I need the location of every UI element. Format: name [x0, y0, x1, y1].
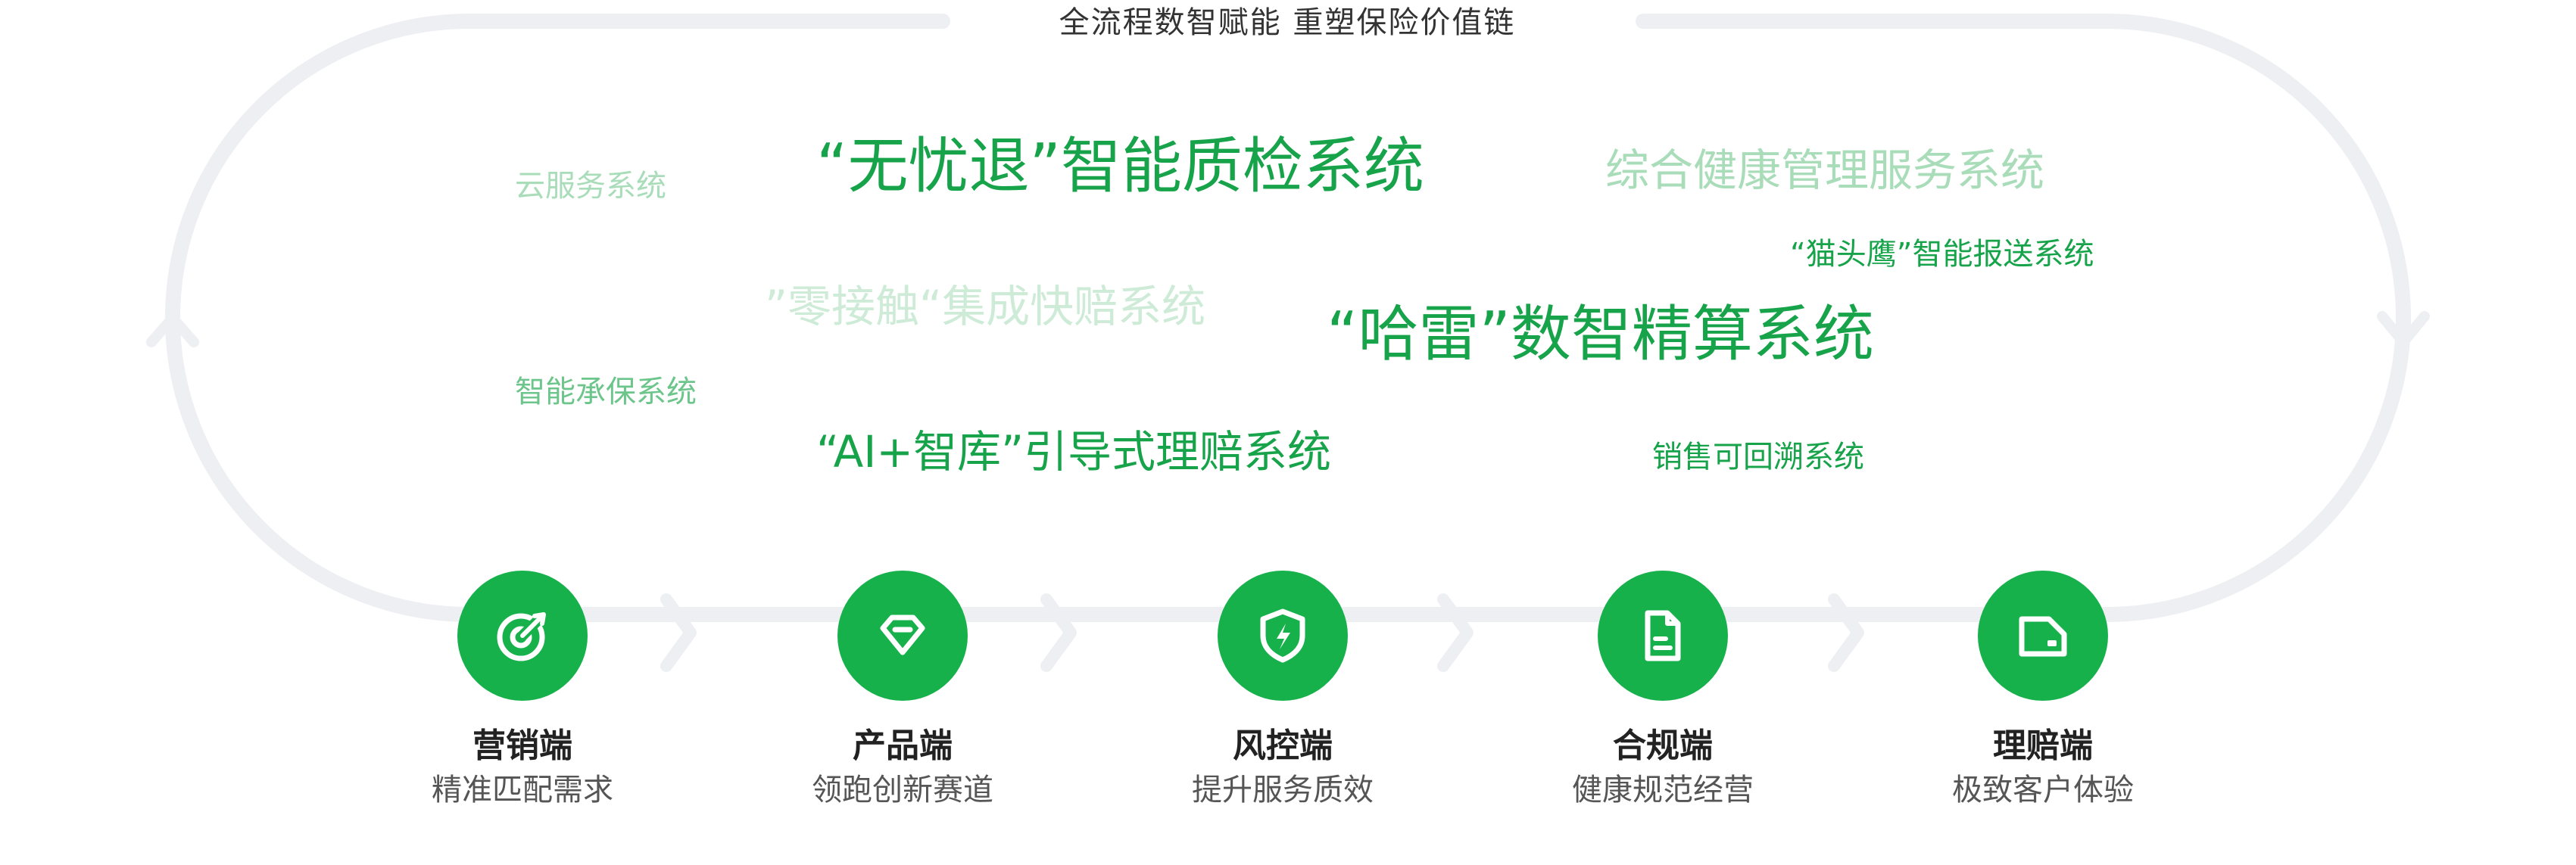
stage-icon-circle: [457, 571, 588, 701]
system-tag-aizhiku: “AI+智库”引导式理赔系统: [816, 426, 1331, 478]
stage-title: 风控端: [1233, 727, 1333, 765]
stage-title: 合规端: [1613, 727, 1713, 765]
stage-subtitle: 健康规范经营: [1572, 773, 1754, 807]
stage-title: 理赔端: [1993, 727, 2093, 765]
stage-icon-circle: [1218, 571, 1348, 701]
stage-marketing: 营销端 精准匹配需求: [348, 571, 697, 811]
shield-lightning-icon: [1260, 608, 1305, 663]
chevron-right-icon: [1437, 593, 1474, 672]
document-icon: [1645, 610, 1681, 661]
system-tag-zonghe: 综合健康管理服务系统: [1605, 145, 2045, 196]
loop-arrow-up-icon: [146, 313, 199, 347]
chevron-right-icon: [660, 593, 697, 672]
diamond-icon: [880, 615, 925, 655]
stage-product: 产品端 领跑创新赛道: [728, 571, 1077, 811]
system-tag-halei: “哈雷”数智精算系统: [1327, 299, 1874, 369]
target-icon: [497, 612, 546, 661]
stage-title: 营销端: [472, 727, 572, 765]
system-tag-chengbao: 智能承保系统: [515, 375, 697, 409]
stage-claims: 理赔端 极致客户体验: [1869, 571, 2217, 811]
stage-risk-control: 风控端 提升服务质效: [1109, 571, 1457, 811]
stage-compliance: 合规端 健康规范经营: [1489, 571, 1837, 811]
stage-icon-circle: [837, 571, 968, 701]
stage-icon-circle: [1598, 571, 1728, 701]
stage-title: 产品端: [853, 727, 953, 765]
card-icon: [2019, 616, 2067, 657]
system-tag-yunfuwu: 云服务系统: [515, 169, 666, 204]
system-tag-lingjiechu: ”零接触“集成快赔系统: [765, 281, 1206, 332]
page-title: 全流程数智赋能 重塑保险价值链: [1059, 5, 1516, 40]
loop-arrow-down-icon: [2377, 311, 2430, 347]
stage-icon-circle: [1978, 571, 2108, 701]
stage-subtitle: 极致客户体验: [1952, 773, 2134, 807]
chevron-right-icon: [1828, 593, 1864, 672]
system-tag-wuyoutui: “无忧退”智能质检系统: [816, 131, 1424, 201]
stage-subtitle: 领跑创新赛道: [812, 773, 993, 807]
stage-subtitle: 精准匹配需求: [432, 773, 613, 807]
system-tag-xiaoshou: 销售可回溯系统: [1652, 440, 1864, 475]
stage-subtitle: 提升服务质效: [1192, 773, 1374, 807]
system-tag-maotouying: “猫头鹰”智能报送系统: [1790, 237, 2094, 272]
chevron-right-icon: [1040, 593, 1077, 672]
